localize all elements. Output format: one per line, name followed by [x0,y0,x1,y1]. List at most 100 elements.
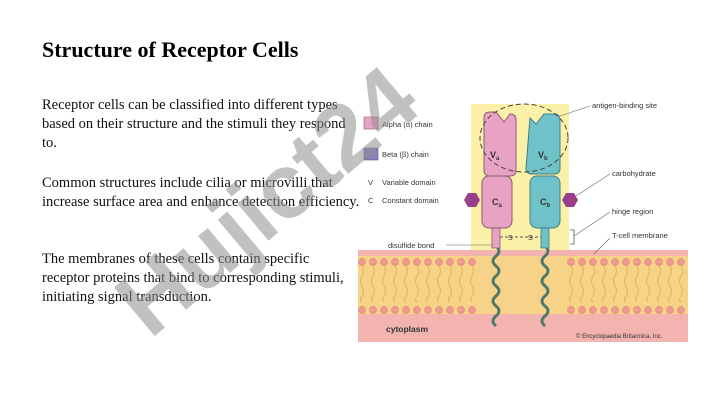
lipid-head-top [468,258,476,266]
membrane-lipid-heads [358,258,685,314]
lipid-tail [360,265,364,303]
t-cell-receptor-diagram: Va Vb Ca Cb S S [358,96,688,342]
lipid-head-bottom [644,306,652,314]
lipid-head-bottom [622,306,630,314]
lipid-head-top [391,258,399,266]
lipid-head-top [413,258,421,266]
lipid-tail [426,265,430,303]
lipid-head-bottom [402,306,410,314]
lipid-head-bottom [446,306,454,314]
label-hinge-region: hinge region [612,207,653,216]
lipid-tail [591,265,595,303]
lipid-tail [382,265,386,303]
slide-title: Structure of Receptor Cells [42,37,299,62]
lipid-head-bottom [611,306,619,314]
lipid-tail [646,265,650,303]
legend-c-label: Constant domain [382,196,439,205]
beta-c-label: C [540,197,547,207]
lipid-head-top [402,258,410,266]
lipid-head-bottom [578,306,586,314]
carbohydrate-right-shape [562,193,578,207]
lipid-head-top [457,258,465,266]
legend-beta-swatch [363,147,379,161]
beta-constant-domain [529,175,561,229]
lipid-tail [602,265,606,303]
lipid-head-bottom [666,306,674,314]
beta-c-sub: b [547,203,551,209]
lipid-head-bottom [369,306,377,314]
svg-text:Cb: Cb [540,197,551,209]
membrane-lipid-tails [360,265,683,303]
lipid-tail [613,265,617,303]
lipid-tail [679,265,683,303]
beta-transmembrane-coil [540,244,550,328]
label-credit: © Encyclopaedia Britannica, Inc. [576,333,663,340]
lipid-head-top [567,258,575,266]
lipid-head-bottom [380,306,388,314]
lipid-head-bottom [413,306,421,314]
lipid-tail [415,265,419,303]
lipid-tail [657,265,661,303]
paragraph-membranes: The membranes of these cells contain spe… [42,251,344,305]
lipid-head-top [424,258,432,266]
legend-alpha-label: Alpha (α) chain [382,120,433,129]
lipid-head-bottom [358,306,366,314]
legend-alpha-swatch [363,116,379,130]
lipid-tail [624,265,628,303]
disulfide-s-left: S [508,235,513,242]
lipid-head-bottom [600,306,608,314]
lipid-head-top [666,258,674,266]
lipid-head-top [600,258,608,266]
lipid-head-bottom [457,306,465,314]
lipid-tail [470,265,474,303]
lipid-head-top [435,258,443,266]
lipid-tail [635,265,639,303]
alpha-c-label: C [492,197,499,207]
beta-v-sub: b [544,156,548,162]
alpha-constant-domain [481,175,513,229]
lipid-head-top [380,258,388,266]
lipid-tail [437,265,441,303]
label-disulfide-bond: disulfide bond [388,241,434,250]
lipid-head-bottom [633,306,641,314]
leader-lines [446,105,611,255]
lipid-head-top [677,258,685,266]
svg-text:Vb: Vb [538,150,548,162]
lipid-head-top [622,258,630,266]
svg-text:Va: Va [490,150,500,162]
legend-beta-label: Beta (β) chain [382,150,429,159]
label-t-cell-membrane: T-cell membrane [612,231,668,240]
lipid-head-top [633,258,641,266]
lipid-head-top [446,258,454,266]
lipid-head-bottom [677,306,685,314]
lipid-tail [371,265,375,303]
legend-v-label: Variable domain [382,178,436,187]
lipid-head-bottom [567,306,575,314]
beta-variable-domain [525,113,561,175]
lipid-head-bottom [391,306,399,314]
beta-v-label: V [538,150,544,160]
alpha-c-sub: a [499,203,503,209]
lipid-head-top [589,258,597,266]
lipid-head-bottom [435,306,443,314]
lipid-head-bottom [589,306,597,314]
legend-v-key: V [368,178,373,187]
svg-text:Ca: Ca [492,197,503,209]
label-carbohydrate: carbohydrate [612,169,656,178]
alpha-v-label: V [490,150,496,160]
lipid-head-top [578,258,586,266]
hinge-bracket [570,229,575,245]
label-cytoplasm: cytoplasm [386,324,428,334]
lipid-head-top [644,258,652,266]
lipid-tail [580,265,584,303]
alpha-variable-domain [483,111,517,177]
paragraph-structures: Common structures include cilia or micro… [42,175,360,210]
lipid-tail [668,265,672,303]
lipid-tail [459,265,463,303]
label-antigen-binding-site: antigen-binding site [592,101,657,110]
disulfide-s-right: S [528,235,533,242]
lipid-head-top [655,258,663,266]
lipid-tail [404,265,408,303]
lipid-tail [569,265,573,303]
